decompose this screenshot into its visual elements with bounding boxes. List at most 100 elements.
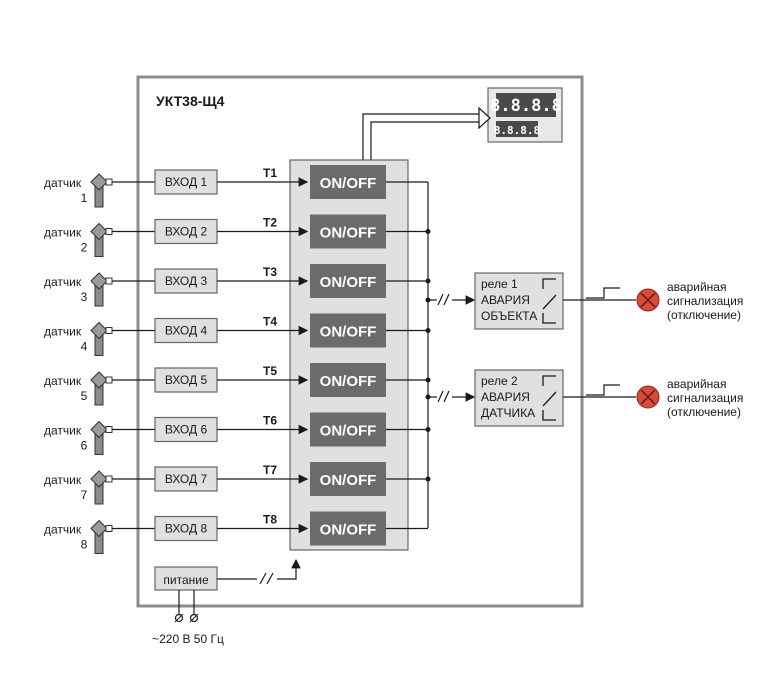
input-label: ВХОД 7: [165, 472, 208, 486]
onoff-label: ON/OFF: [320, 225, 377, 242]
sensor-number: 8: [81, 538, 88, 552]
alarm-label: сигнализация: [667, 391, 743, 405]
onoff-label: ON/OFF: [320, 522, 377, 539]
input-box: [154, 515, 218, 542]
alarm-label: (отключение): [667, 308, 741, 322]
onoff-block: [310, 462, 386, 496]
sensor-label: датчик: [44, 424, 82, 438]
onoff-block: [310, 165, 386, 199]
onoff-label: ON/OFF: [320, 324, 377, 341]
sensor-number: 5: [81, 389, 88, 403]
pulse-icon: [586, 287, 620, 299]
display-bottom-readout: 8.8.8.8: [494, 124, 540, 137]
sensor-number: 6: [81, 439, 88, 453]
pulse-icon: [586, 384, 620, 396]
signal-label: T8: [263, 513, 277, 527]
thermocouple-icon: [90, 519, 113, 554]
thermocouple-icon: [90, 371, 113, 406]
thermocouple-icon: [90, 272, 113, 307]
relay-group: реле 2 АВАРИЯ ДАТЧИКА аварийнаясигнализация…: [425, 369, 743, 427]
power-block: питание ~220 В 50 Гц: [152, 558, 301, 646]
sensor-number: 3: [81, 290, 88, 304]
thermocouple-icon: [90, 321, 113, 356]
onoff-label: ON/OFF: [320, 274, 377, 291]
onoff-label: ON/OFF: [320, 423, 377, 440]
input-box: [154, 169, 218, 195]
input-box: [154, 268, 218, 294]
sensor-label: датчик: [44, 473, 82, 487]
signal-label: T3: [263, 265, 277, 279]
alarm-lamp-icon: [636, 288, 660, 312]
sensor-label: датчик: [44, 226, 82, 240]
alarm-label: аварийная: [667, 377, 726, 391]
input-label: ВХОД 6: [165, 423, 208, 437]
input-label: ВХОД 8: [165, 522, 208, 536]
sensor-label: датчик: [44, 374, 82, 388]
alarm-lamp-icon: [636, 385, 660, 409]
onoff-block: [310, 214, 386, 249]
signal-label: T1: [263, 166, 277, 180]
power-supply-label: ~220 В 50 Гц: [152, 632, 224, 646]
signal-label: T2: [263, 216, 277, 230]
alarm-label: (отключение): [667, 405, 741, 419]
sensor-number: 4: [81, 340, 88, 354]
thermocouple-icon: [90, 470, 113, 505]
signal-label: T5: [263, 364, 277, 378]
display-arrow: [362, 106, 491, 162]
relay-label: ДАТЧИКА: [481, 406, 535, 420]
relay-label: АВАРИЯ: [481, 293, 530, 307]
signal-label: T7: [263, 463, 277, 477]
relay-box: [474, 272, 564, 330]
onoff-block: [310, 511, 386, 546]
relay-label: АВАРИЯ: [481, 390, 530, 404]
device-title: УКТ38-Щ4: [156, 93, 225, 109]
sensor-label: датчик: [44, 275, 82, 289]
alarm-label: сигнализация: [667, 294, 743, 308]
power-label: питание: [163, 573, 209, 587]
signal-label: T4: [263, 315, 277, 329]
input-label: ВХОД 2: [165, 225, 208, 239]
onoff-label: ON/OFF: [320, 472, 377, 489]
input-box: [154, 466, 218, 492]
signal-label: T6: [263, 414, 277, 428]
relay-label: реле 1: [481, 277, 518, 291]
onoff-label: ON/OFF: [320, 373, 377, 390]
relay-group: реле 1 АВАРИЯ ОБЪЕКТА аварийнаясигнализация…: [425, 272, 743, 330]
sensor-label: датчик: [44, 325, 82, 339]
sensor-number: 1: [81, 191, 88, 205]
onoff-block: [310, 264, 386, 298]
relay-label: реле 2: [481, 374, 518, 388]
relay-contact-icon: [542, 375, 557, 421]
input-label: ВХОД 1: [165, 175, 208, 189]
sensor-label: датчик: [44, 523, 82, 537]
input-label: ВХОД 5: [165, 373, 208, 387]
input-box: [154, 317, 218, 344]
onoff-label: ON/OFF: [320, 175, 377, 192]
thermocouple-icon: [90, 420, 113, 455]
sensor-number: 2: [81, 241, 88, 255]
relay-box: [474, 369, 564, 427]
onoff-block: [310, 363, 386, 397]
display-top-readout: 8.8.8.8: [490, 96, 562, 116]
alarm-label: аварийная: [667, 280, 726, 294]
input-label: ВХОД 3: [165, 274, 208, 288]
thermocouple-icon: [90, 222, 113, 257]
onoff-block: [310, 412, 386, 447]
relay-contact-icon: [542, 278, 557, 324]
sensor-number: 7: [81, 488, 88, 502]
display-unit: 8.8.8.8 8.8.8.8: [487, 87, 563, 143]
sensor-label: датчик: [44, 176, 82, 190]
input-label: ВХОД 4: [165, 324, 208, 338]
thermocouple-icon: [90, 173, 113, 208]
relay-label: ОБЪЕКТА: [481, 309, 537, 323]
onoff-block: [310, 313, 386, 348]
